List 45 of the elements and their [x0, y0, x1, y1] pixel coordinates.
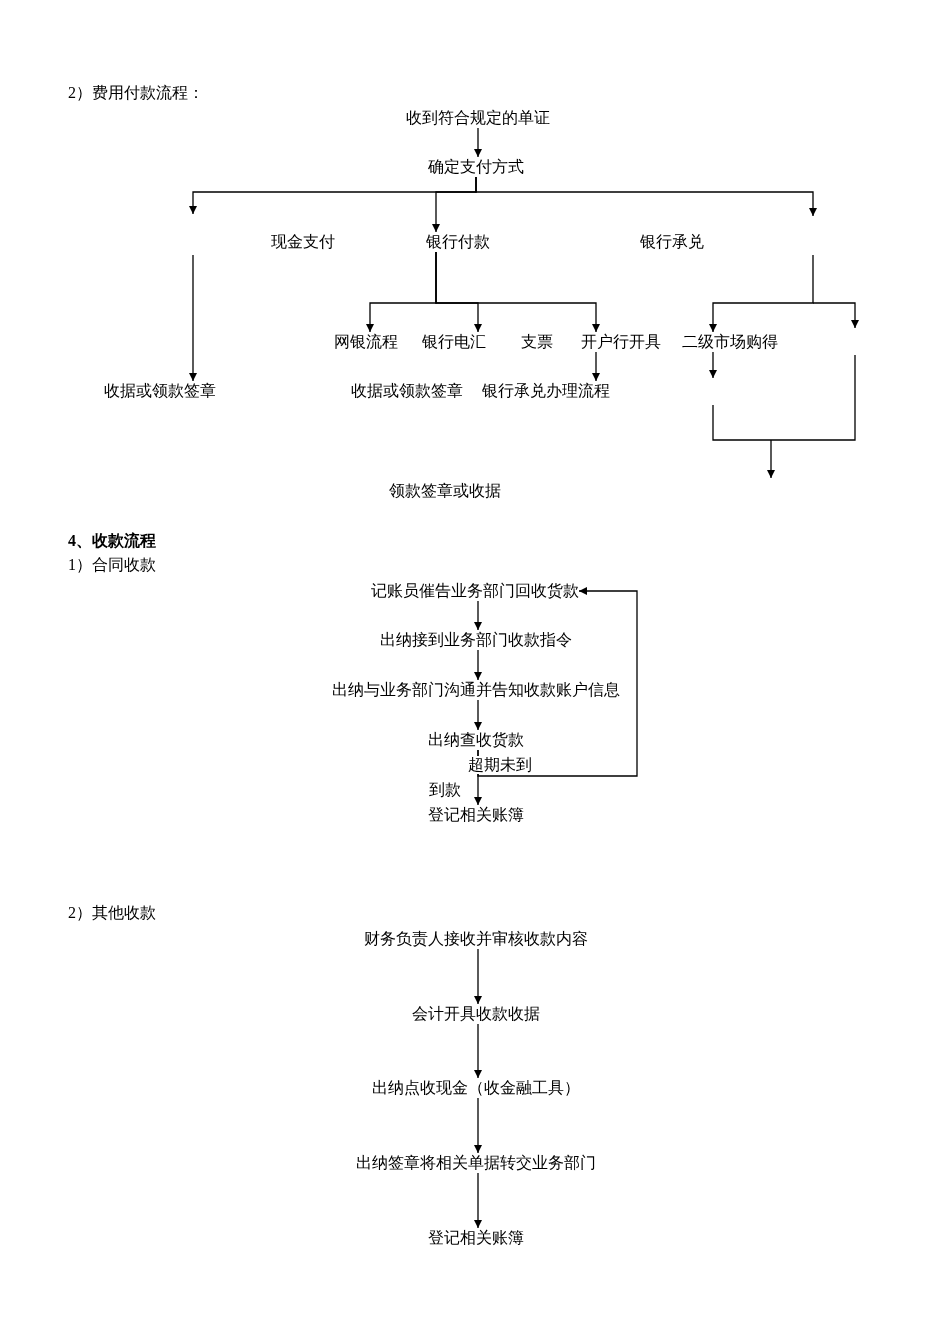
step-text: 确定支付方式 — [428, 157, 524, 177]
step-text: 出纳签章将相关单据转交业务部门 — [356, 1153, 596, 1173]
step-text: 支票 — [521, 332, 553, 352]
step-text: 开户行开具 — [581, 332, 661, 352]
step-text: 会计开具收款收据 — [412, 1004, 540, 1024]
step-text: 网银流程 — [334, 332, 398, 352]
edge-label: 超期未到 — [467, 756, 533, 774]
step-text: 银行电汇 — [422, 332, 486, 352]
step-text: 登记相关账簿 — [428, 805, 524, 825]
arrow — [709, 351, 717, 379]
arrow — [474, 1097, 482, 1154]
step-text: 二级市场购得 — [682, 332, 778, 352]
step-text: 现金支付 — [271, 232, 335, 252]
arrow — [474, 127, 482, 158]
step-text: 银行承兑办理流程 — [482, 381, 610, 401]
arrow — [474, 600, 482, 631]
arrow — [474, 649, 482, 681]
step-text: 出纳与业务部门沟通并告知收款账户信息 — [332, 680, 620, 700]
arrow — [474, 1023, 482, 1079]
step-text: 银行承兑 — [640, 232, 704, 252]
arrow — [474, 1172, 482, 1229]
step-text: 出纳接到业务部门收款指令 — [380, 630, 572, 650]
step-text: 出纳查收货款 — [428, 730, 524, 750]
arrow — [474, 699, 482, 731]
step-text: 出纳点收现金（收金融工具） — [372, 1078, 580, 1098]
arrow — [474, 948, 482, 1005]
step-text: 收据或领款签章 — [104, 381, 216, 401]
step-text: 记账员催告业务部门回收货款 — [371, 581, 579, 601]
step-text: 收到符合规定的单证 — [406, 108, 550, 128]
step-text: 银行付款 — [426, 232, 490, 252]
arrow — [189, 254, 197, 382]
subsection-heading: 2）其他收款 — [68, 903, 156, 923]
step-text: 领款签章或收据 — [389, 481, 501, 501]
subsection-heading: 1）合同收款 — [68, 555, 156, 575]
edge-label: 到款 — [428, 781, 462, 799]
subsection-heading: 2）费用付款流程： — [68, 83, 204, 103]
arrow — [475, 176, 817, 217]
step-text: 登记相关账簿 — [428, 1228, 524, 1248]
section-heading: 4、收款流程 — [68, 531, 156, 551]
arrow — [592, 351, 600, 382]
step-text: 收据或领款签章 — [351, 381, 463, 401]
arrow — [709, 254, 814, 333]
step-text: 财务负责人接收并审核收款内容 — [364, 929, 588, 949]
arrow — [435, 251, 600, 333]
arrow — [477, 587, 638, 777]
